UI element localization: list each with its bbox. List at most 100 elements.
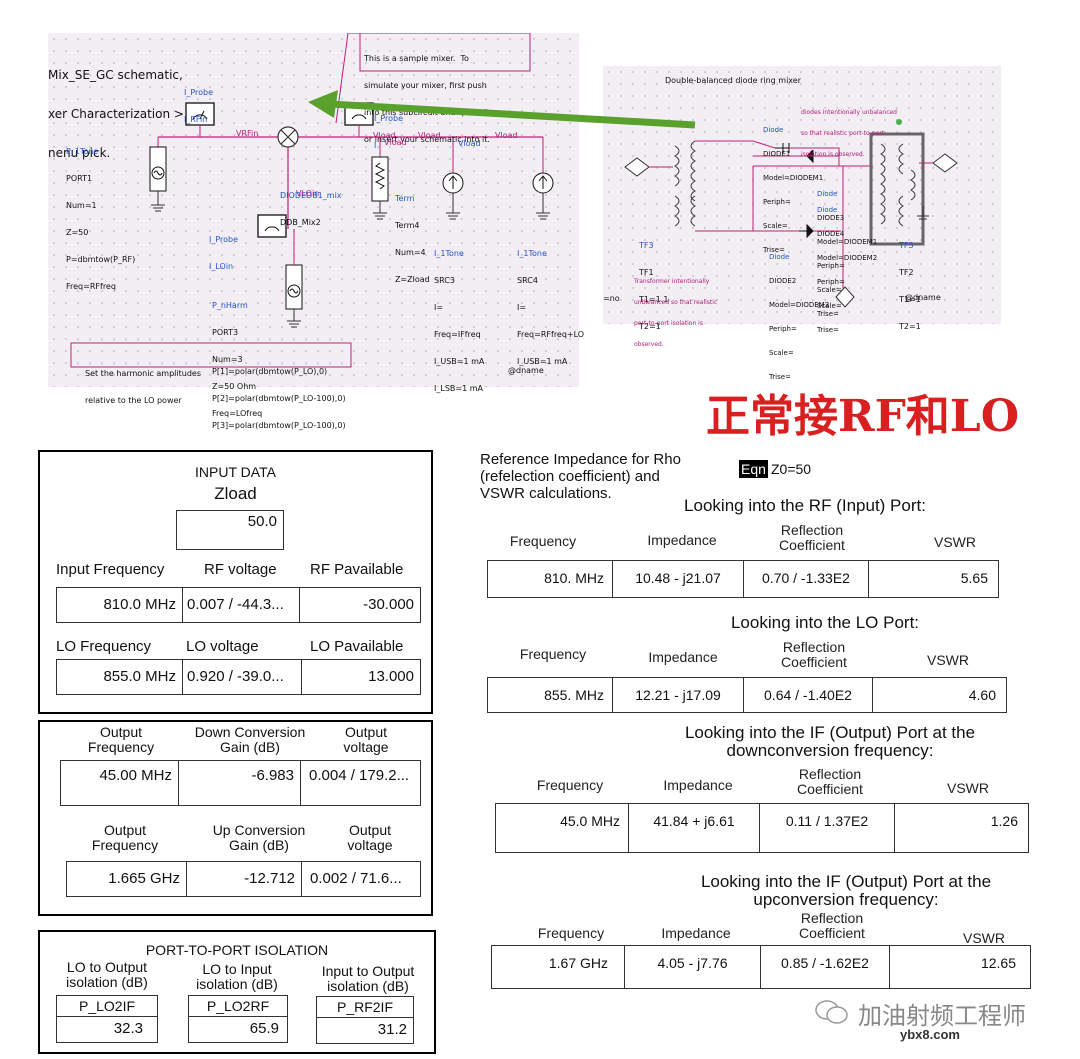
port3-line: Z=50 Ohm [212,382,257,391]
green-arrow [308,90,696,129]
watermark-site: ybx8.com [900,1027,960,1042]
src3-line: I= [434,303,444,312]
if-down-freq[interactable]: 45.0 MHz [496,804,629,852]
lo2if-value[interactable]: 32.3 [113,1020,143,1037]
probe-lo-label: I_Probe [209,235,239,244]
eqn-value[interactable]: Z0=50 [771,461,812,477]
unbal-note-line: so that realistic port-to-port [801,130,885,137]
if-up-imp[interactable]: 4.05 - j7.76 [625,946,761,988]
rf-port-refl[interactable]: 0.70 / -1.33E2 [744,561,869,597]
lo2if-header: LO to Output isolation (dB) [66,959,148,990]
schematic-left-panel[interactable]: Mix_SE_GC schematic, xer Characterizatio… [48,33,584,430]
lo2if-box: P_LO2IF 32.3 [56,995,158,1043]
tf1-line: TF3 [639,241,654,250]
lo-port-imp-header: Impedance [648,649,718,665]
diode1-line: DIODE1 [763,150,791,158]
lo-port-freq[interactable]: 855. MHz [488,678,613,712]
harm-eq-line: P[3]=polar(dbmtow(P_LO-100),0) [212,421,346,430]
if-up-title: Looking into the IF (Output) Port at the… [700,872,992,909]
diode3-line: Model=DIODEM1 [817,238,878,246]
lo-pavail-field[interactable]: 13.000 [301,659,421,695]
tf2-line: T1=1 [899,295,921,304]
diode3-line: Scale= [817,286,842,294]
eqn-tag[interactable]: Eqn [739,460,768,478]
zload-field[interactable]: 50.0 [176,510,284,550]
tf1-line: T2=1 [639,322,661,331]
up-gain-field[interactable]: -12.712 [186,861,302,897]
up-voltage-field[interactable]: 0.002 / 71.6... [301,861,421,897]
diode3-line: Trise= [817,310,839,318]
diode4-line: Diode [817,206,838,214]
down-voltage-field[interactable]: 0.004 / 179.2... [300,760,421,806]
lo-port-vswr[interactable]: 4.60 [968,687,996,703]
lo-port-refl[interactable]: 0.64 / -1.40E2 [744,678,873,712]
diode4-line: Trise= [817,326,839,334]
reference-text: Reference Impedance for Rho (refelection… [480,451,681,502]
rf-port-row: 810. MHz 10.48 - j21.07 0.70 / -1.33E2 5… [487,560,999,598]
down-gain-field[interactable]: -6.983 [178,760,301,806]
reference-line: Reference Impedance for Rho [480,451,681,468]
unbal-note-line: diodes intentionally unbalanced [801,109,897,116]
if-down-title: Looking into the IF (Output) Port at the… [684,723,976,760]
term-line: Term4 [395,221,420,230]
port3-line: Freq=LOfreq [212,409,263,418]
rf2if-value[interactable]: 31.2 [377,1021,407,1038]
lo-port-imp[interactable]: 12.21 - j17.09 [613,678,744,712]
if-down-refl[interactable]: 0.11 / 1.37E2 [760,804,895,852]
if-up-refl[interactable]: 0.85 / -1.62E2 [761,946,890,988]
lo-pavail-header: LO Pavailable [310,638,404,655]
if-down-vswr[interactable]: 1.26 [990,813,1018,829]
schematic-title-line: xer Characterization > [48,107,184,121]
src4-line: SRC4 [517,276,538,285]
diode1-line: Trise= [763,246,785,254]
wire-label-vload: Vload [495,131,518,140]
xfmr-note-line: unbalanced so that realistic [634,299,718,306]
down-voltage-header: Output voltage [343,724,389,755]
tf2-line: T2=1 [899,322,921,331]
diode1-line: Diode [763,126,784,134]
diode3-line: Diode [817,190,838,198]
harm-eq-line: P[2]=polar(dbmtow(P_LO-100),0) [212,394,346,403]
isolation-panel: PORT-TO-PORT ISOLATION LO to Output isol… [38,930,436,1054]
schematic-title-line: nenu pick. [48,146,111,160]
harm-note-line: relative to the LO power [85,396,182,405]
input-data-title: INPUT DATA [195,464,276,480]
diode3-line: Periph= [817,262,845,270]
rf-port-imp[interactable]: 10.48 - j21.07 [613,561,744,597]
lo2rf-header: LO to Input isolation (dB) [196,961,278,992]
schematic-right-panel[interactable]: Double-balanced diode ring mixer diodes … [603,66,1001,381]
up-freq-field[interactable]: 1.665 GHz [66,861,187,897]
down-freq-field[interactable]: 45.00 MHz [60,760,179,806]
if-up-row: 1.67 GHz 4.05 - j7.76 0.85 / -1.62E2 12.… [491,945,1031,989]
rf-voltage-field[interactable]: 0.007 / -44.3... [182,587,300,623]
rf-port-freq[interactable]: 810. MHz [488,561,613,597]
if-up-freq[interactable]: 1.67 GHz [492,946,625,988]
up-freq-header: Output Frequency [91,822,159,853]
port1-line: Freq=RFfreq [66,282,116,291]
up-gain-header: Up Conversion Gain (dB) [212,822,306,853]
lo2rf-value[interactable]: 65.9 [249,1020,279,1037]
input-data-panel: INPUT DATA Zload 50.0 Input Frequency RF… [38,450,433,714]
if-down-imp[interactable]: 41.84 + j6.61 [629,804,760,852]
lo-freq-field[interactable]: 855.0 MHz [56,659,183,695]
lo2if-name: P_LO2IF [57,996,157,1017]
diode4-line: Model=DIODEM2 [817,254,878,262]
rf-pavail-field[interactable]: -30.000 [299,587,421,623]
diode4-line: Periph= [817,278,845,286]
probe-if-label: I_Probe [374,114,404,123]
rf-port-refl-header: Reflection Coefficient [779,522,845,553]
schematic-right-wires [624,119,958,308]
harm-eq-line: P[1]=polar(dbmtow(P_LO),0) [212,367,328,376]
lo-voltage-field[interactable]: 0.920 / -39.0... [182,659,302,695]
if-up-refl-header: Reflection Coefficient [799,910,865,941]
diode2-line: Periph= [769,325,797,333]
if-down-vswr-header: VSWR [947,780,989,796]
tf1-line: TF1 [639,268,654,277]
if-up-vswr[interactable]: 12.65 [980,955,1016,971]
xfmr-note-line: observed. [634,341,664,348]
probe-rf-label: I_Probe [184,88,214,97]
author-label: @dname [905,293,941,302]
rf-port-vswr[interactable]: 5.65 [960,570,988,586]
rf-freq-field[interactable]: 810.0 MHz [56,587,183,623]
wire-label-vload: Vload [418,131,441,140]
